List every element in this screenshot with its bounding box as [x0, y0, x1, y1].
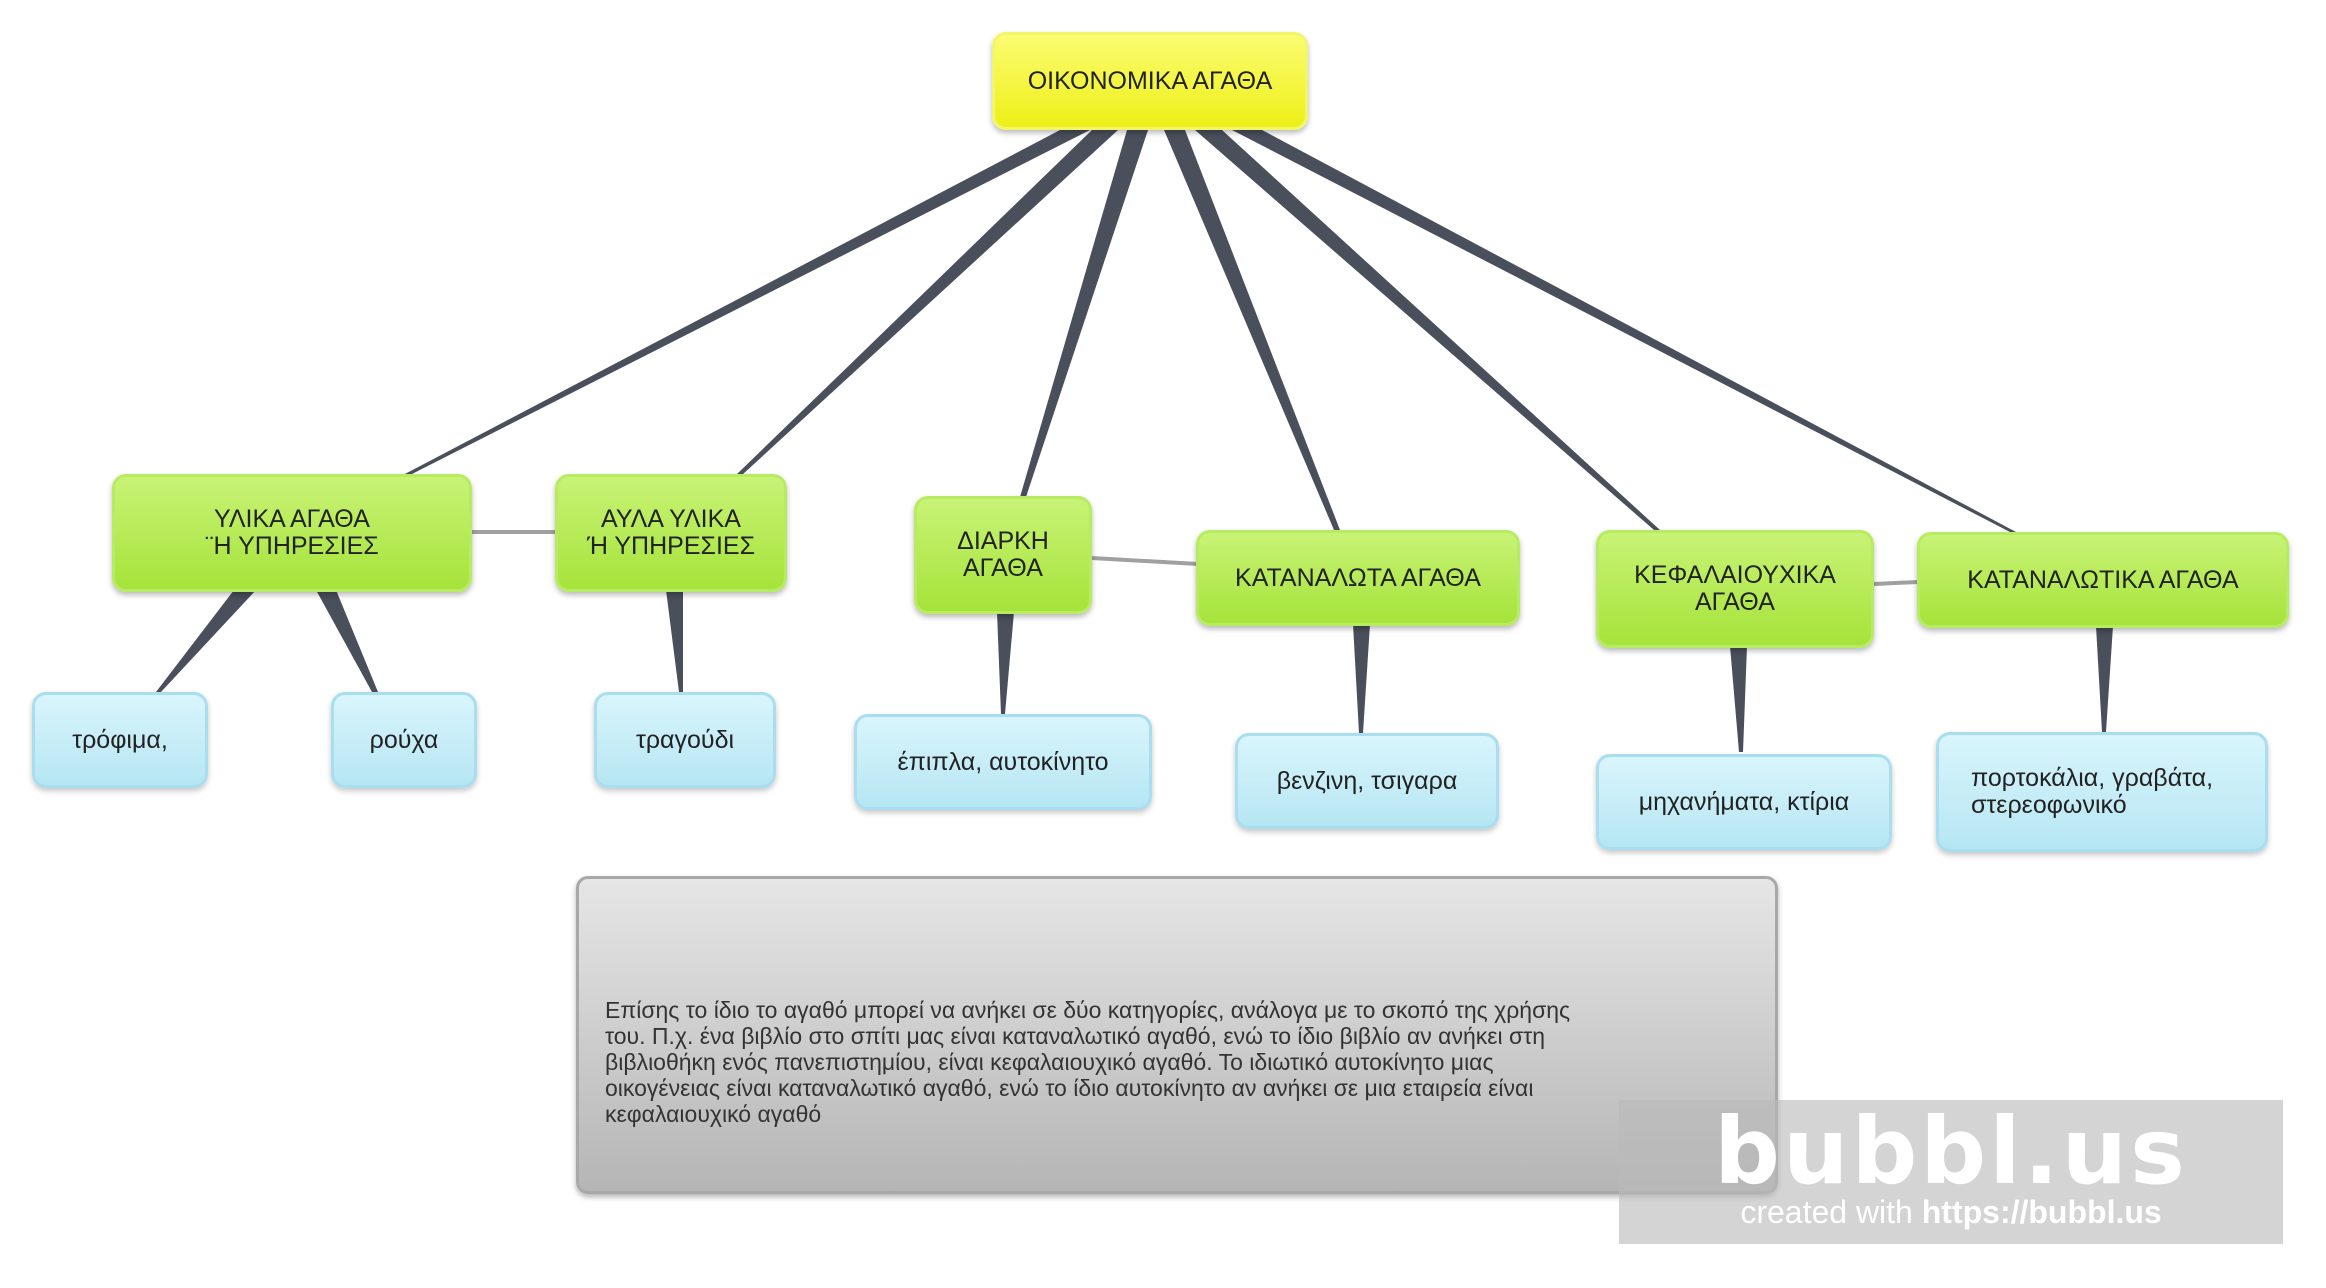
root-node[interactable]: ΟΙΚΟΝΟΜΙΚΑ ΑΓΑΘΑ: [992, 32, 1308, 130]
watermark-prefix: created with: [1740, 1194, 1922, 1230]
category-node-durable-goods[interactable]: ΔΙΑΡΚΗ ΑΓΑΘΑ: [914, 496, 1092, 614]
bubblus-logo: bubbl.us: [1714, 1098, 2188, 1205]
link-root-to-cat-4: [1164, 130, 1340, 530]
category-node-consumer-goods[interactable]: ΚΑΤΑΝΑΛΩΤΙΚΑ ΑΓΑΘΑ: [1917, 532, 2289, 628]
category-node-material-goods[interactable]: ΥΛΙΚΑ ΑΓΑΘΑ ¨Η ΥΠΗΡΕΣΙΕΣ: [112, 474, 472, 592]
note-text: Επίσης το ίδιο το αγαθό μπορεί να ανήκει…: [605, 997, 1571, 1127]
link-cat-1-to-example-2: [316, 590, 378, 692]
link-root-to-cat-3: [1020, 130, 1148, 497]
example-node-label: μηχανήματα, κτίρια: [1638, 787, 1850, 816]
example-node-petrol-cigarettes[interactable]: βενζινη, τσιγαρα: [1235, 733, 1499, 829]
example-node-label: τραγούδι: [635, 725, 735, 754]
link-cat-5-to-example-6: [1730, 646, 1747, 752]
watermark: bubbl.us created with https://bubbl.us: [1619, 1100, 2283, 1244]
example-node-label: πορτοκάλια, γραβάτα, στερεοφωνικό: [1971, 764, 2214, 819]
watermark-caption: created with https://bubbl.us: [1619, 1192, 2283, 1232]
example-node-label: τρόφιμα,: [72, 725, 168, 754]
example-node-oranges-ties-stereo[interactable]: πορτοκάλια, γραβάτα, στερεοφωνικό: [1936, 732, 2268, 852]
link-root-to-cat-1: [403, 130, 1090, 475]
example-node-furniture-car[interactable]: έπιπλα, αυτοκίνητο: [854, 714, 1152, 810]
example-node-label: βενζινη, τσιγαρα: [1276, 766, 1458, 795]
category-node-intangible-goods[interactable]: ΑΥΛΑ ΥΛΙΚΑ Ή ΥΠΗΡΕΣΙΕΣ: [555, 474, 787, 592]
example-node-song[interactable]: τραγούδι: [594, 692, 776, 788]
category-node-label: ΔΙΑΡΚΗ ΑΓΑΘΑ: [957, 527, 1049, 582]
category-node-capital-goods[interactable]: ΚΕΦΑΛΑΙΟΥΧΙΚΑ ΑΓΑΘΑ: [1596, 530, 1874, 648]
example-node-label: ρούχα: [369, 725, 439, 754]
link-cat-3-to-example-4: [997, 612, 1014, 714]
link-cat-2-to-example-3: [666, 590, 683, 692]
link-cat-5-to-cat-6: [1873, 580, 1919, 586]
category-node-label: ΥΛΙΚΑ ΑΓΑΘΑ ¨Η ΥΠΗΡΕΣΙΕΣ: [205, 505, 379, 560]
link-cat-6-to-example-7: [2096, 626, 2113, 732]
category-node-label: ΚΑΤΑΝΑΛΩΤΙΚΑ ΑΓΑΘΑ: [1967, 565, 2239, 594]
category-node-label: ΚΑΤΑΝΑΛΩΤΑ ΑΓΑΘΑ: [1235, 563, 1481, 592]
link-cat-3-to-cat-4: [1091, 556, 1199, 566]
example-node-machines-buildings[interactable]: μηχανήματα, κτίρια: [1596, 754, 1892, 850]
root-node-label: ΟΙΚΟΝΟΜΙΚΑ ΑΓΑΘΑ: [1027, 66, 1273, 95]
link-root-to-cat-2: [736, 130, 1118, 475]
note-box[interactable]: Επίσης το ίδιο το αγαθό μπορεί να ανήκει…: [576, 876, 1778, 1194]
watermark-link[interactable]: https://bubbl.us: [1921, 1194, 2162, 1230]
link-root-to-cat-6: [1232, 130, 2016, 532]
example-node-clothes[interactable]: ρούχα: [331, 692, 477, 788]
category-node-label: ΚΕΦΑΛΑΙΟΥΧΙΚΑ ΑΓΑΘΑ: [1634, 561, 1836, 616]
category-node-consumable-goods[interactable]: ΚΑΤΑΝΑΛΩΤΑ ΑΓΑΘΑ: [1196, 530, 1520, 626]
link-root-to-cat-5: [1195, 130, 1660, 530]
example-node-food[interactable]: τρόφιμα,: [32, 692, 208, 788]
link-cat-4-to-example-5: [1353, 624, 1370, 733]
example-node-label: έπιπλα, αυτοκίνητο: [897, 747, 1109, 776]
category-node-label: ΑΥΛΑ ΥΛΙΚΑ Ή ΥΠΗΡΕΣΙΕΣ: [586, 505, 756, 560]
link-cat-1-to-example-1: [156, 590, 256, 692]
